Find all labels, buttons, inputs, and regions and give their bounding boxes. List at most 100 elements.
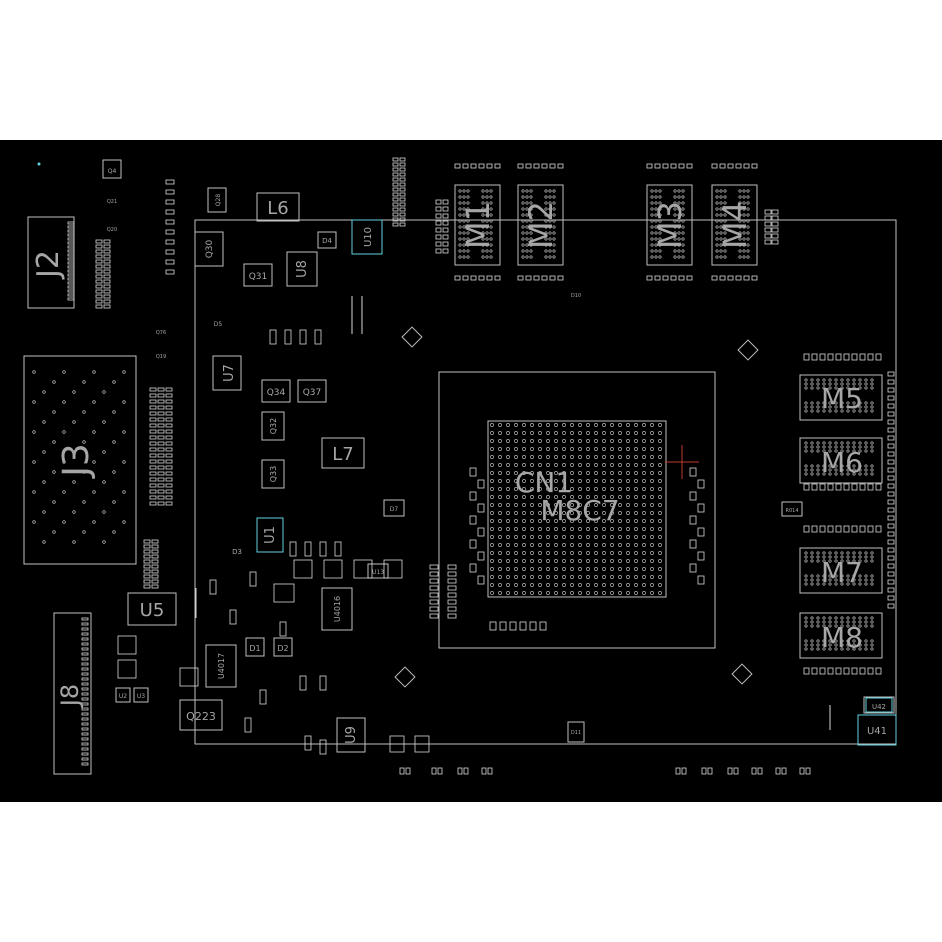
memory-ball <box>810 620 814 624</box>
bga-ball <box>498 519 502 523</box>
memory-ball <box>834 378 838 382</box>
chip-outline <box>273 583 295 603</box>
smd-pad <box>392 217 399 222</box>
memory-ball <box>858 624 862 628</box>
memory-ball <box>822 472 826 476</box>
bga-ball <box>522 463 526 467</box>
connector-pin <box>67 273 75 277</box>
bga-ball <box>554 463 558 467</box>
memory-ball <box>723 201 727 205</box>
memory-ball <box>840 468 844 472</box>
memory-ball <box>870 472 874 476</box>
bga-ball <box>538 471 542 475</box>
memory-ball <box>481 195 485 199</box>
smd-pad <box>437 767 443 775</box>
q32-chip <box>261 411 285 441</box>
memory-ball <box>489 243 493 247</box>
memory-ball <box>822 409 826 413</box>
smd-pad <box>157 423 165 428</box>
bga-ball <box>602 591 606 595</box>
smd-pad <box>727 767 733 775</box>
smd-pad <box>392 187 399 192</box>
bga-ball <box>618 439 622 443</box>
bga-ball <box>578 471 582 475</box>
smd-pad <box>157 411 165 416</box>
bga-ball <box>618 519 622 523</box>
memory-ball <box>723 255 727 259</box>
connector-pin <box>81 622 89 626</box>
bga-ball <box>586 583 590 587</box>
connector-pin <box>112 440 116 444</box>
bga-ball <box>522 455 526 459</box>
memory-ball <box>489 225 493 229</box>
memory-ball <box>529 213 533 217</box>
connector-pin <box>67 297 75 301</box>
memory-ball <box>552 195 556 199</box>
chip-outline <box>179 667 199 687</box>
memory-ball <box>715 213 719 217</box>
bga-ball <box>594 423 598 427</box>
bga-ball <box>562 463 566 467</box>
bga-ball <box>546 471 550 475</box>
bga-ball <box>626 583 630 587</box>
smd-pad <box>469 563 477 573</box>
bga-ball <box>578 463 582 467</box>
bga-ball <box>634 575 638 579</box>
memory-ball <box>489 255 493 259</box>
smd-pad <box>157 453 165 458</box>
smd-pad <box>95 294 103 299</box>
memory-ball <box>654 249 658 253</box>
smd-pad <box>533 163 540 169</box>
smd-pad <box>399 217 406 222</box>
bga-ball <box>530 463 534 467</box>
bga-ball <box>490 519 494 523</box>
memory-ball <box>864 578 868 582</box>
memory-ball <box>462 231 466 235</box>
connector-pin <box>67 289 75 293</box>
bga-ball <box>642 423 646 427</box>
smd-pad <box>781 767 787 775</box>
memory-ball <box>828 620 832 624</box>
memory-ball <box>650 213 654 217</box>
connector-pin <box>81 712 89 716</box>
memory-ball <box>681 207 685 211</box>
smd-pad <box>319 739 327 755</box>
bga-ball <box>602 455 606 459</box>
smd-pad <box>429 571 439 577</box>
bga-ball <box>634 567 638 571</box>
connector-pin <box>81 732 89 736</box>
bga-ball <box>594 511 598 515</box>
memory-ball <box>677 231 681 235</box>
memory-ball <box>529 225 533 229</box>
smd-pad <box>525 275 532 281</box>
memory-ball <box>870 620 874 624</box>
memory-ball <box>828 639 832 643</box>
bga-ball <box>650 439 654 443</box>
m8-label: M8 <box>821 621 863 654</box>
bga-ball <box>514 447 518 451</box>
memory-ball <box>466 231 470 235</box>
q33-label: Q33 <box>269 466 278 482</box>
bga-ball <box>546 519 550 523</box>
smd-pad <box>103 299 111 304</box>
bga-ball <box>506 503 510 507</box>
u8-chip <box>286 251 318 287</box>
smd-pad <box>429 606 439 612</box>
memory-ball <box>529 231 533 235</box>
smd-pad <box>157 447 165 452</box>
bga-ball <box>538 503 542 507</box>
bga-ball <box>642 455 646 459</box>
memory-ball <box>552 249 556 253</box>
pcb-board-canvas[interactable]: CN1 M8C7 L6 L7 J2 J3 J8 M1 M2 M3 M4 M5 M… <box>0 140 942 802</box>
smd-pad <box>843 667 850 675</box>
bga-ball <box>602 551 606 555</box>
bga-ball <box>554 567 558 571</box>
bga-ball <box>602 463 606 467</box>
bga-ball <box>578 479 582 483</box>
memory-ball <box>834 386 838 390</box>
memory-ball <box>650 243 654 247</box>
smd-pad <box>887 491 895 497</box>
memory-ball <box>481 237 485 241</box>
memory-ball <box>458 207 462 211</box>
memory-ball <box>870 382 874 386</box>
